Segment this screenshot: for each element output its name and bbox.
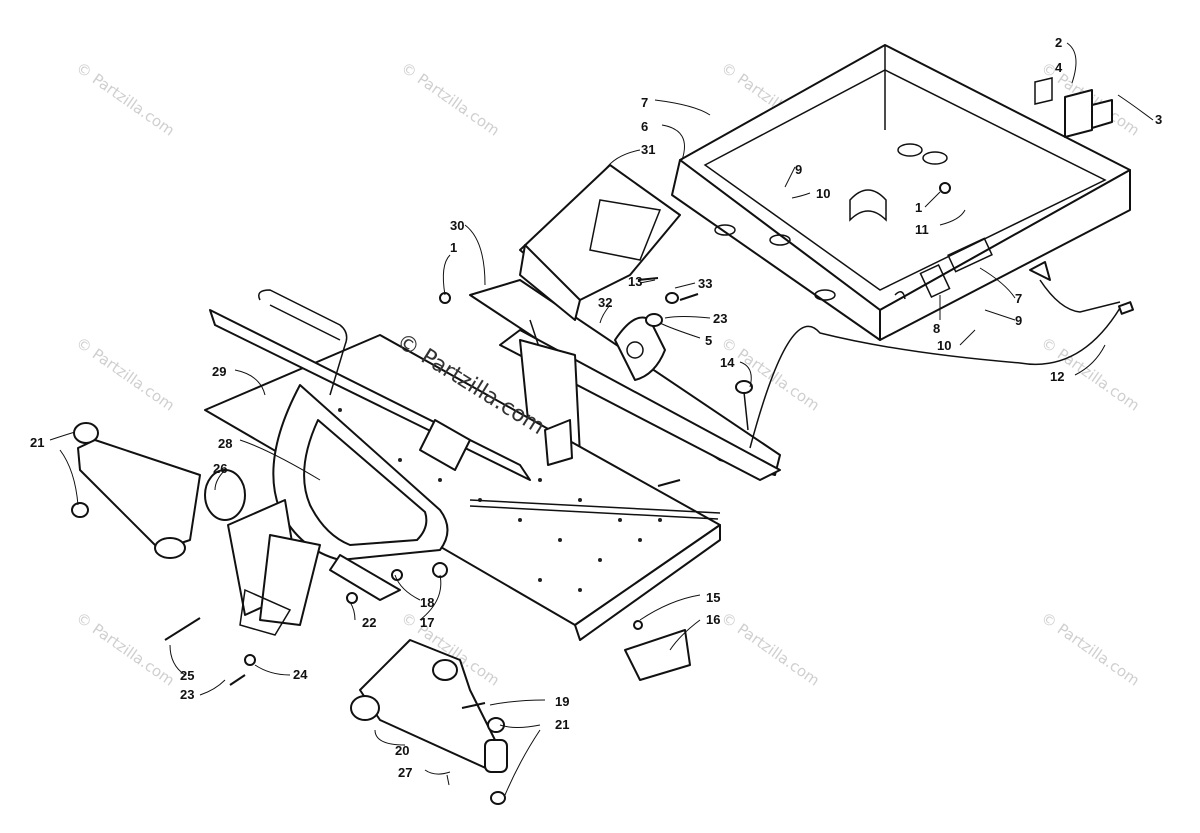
callout-label: 1: [915, 200, 922, 215]
leader-lines: [49, 42, 1154, 796]
left-a-arm: [71, 422, 246, 559]
callout-label: 5: [705, 333, 712, 348]
engine-plate: [614, 316, 666, 381]
right-a-arm: [350, 639, 508, 805]
watermark: © Partzilla.com: [73, 59, 178, 140]
callout-label: 25: [180, 668, 194, 683]
callout-label: 8: [933, 321, 940, 336]
callout-label: 13: [628, 274, 642, 289]
callout-label: 28: [218, 436, 232, 451]
callout-label: 12: [1050, 369, 1064, 384]
callout-label: 32: [598, 295, 612, 310]
callout-label: 6: [641, 119, 648, 134]
callout-label: 9: [1015, 313, 1022, 328]
callout-label: 7: [1015, 291, 1022, 306]
upright-bracket: [519, 164, 681, 321]
callout-label: 26: [213, 461, 227, 476]
callout-label: 27: [398, 765, 412, 780]
callout-label: 21: [30, 435, 44, 450]
callout-label: 16: [706, 612, 720, 627]
callout-label: 9: [795, 162, 802, 177]
callout-label: 14: [720, 355, 735, 370]
callout-label: 23: [180, 687, 194, 702]
callout-label: 19: [555, 694, 569, 709]
roll-bar: [209, 289, 531, 561]
callout-label: 10: [816, 186, 830, 201]
rear-bracket: [1034, 77, 1113, 138]
wire-harness: [749, 261, 1135, 449]
callout-label: 23: [713, 311, 727, 326]
callout-label: 17: [420, 615, 434, 630]
callout-label: 21: [555, 717, 569, 732]
callout-label: 4: [1055, 60, 1063, 75]
callout-label: 10: [937, 338, 951, 353]
hardware-parts: [164, 182, 951, 709]
callout-label: 33: [698, 276, 712, 291]
callout-label: 18: [420, 595, 434, 610]
watermark: © Partzilla.com: [73, 609, 178, 690]
front-bulkhead: [227, 499, 401, 636]
callout-label: 20: [395, 743, 409, 758]
callout-label: 22: [362, 615, 376, 630]
watermark: © Partzilla.com: [718, 334, 823, 415]
callout-label: 30: [450, 218, 464, 233]
watermark: © Partzilla.com: [718, 609, 823, 690]
rear-cargo-box: [671, 44, 1131, 341]
watermark: © Partzilla.com: [398, 59, 503, 140]
watermark: © Partzilla.com: [73, 334, 178, 415]
callout-label: 7: [641, 95, 648, 110]
callout-label: 15: [706, 590, 720, 605]
watermark: © Partzilla.com: [1038, 609, 1143, 690]
callout-label: 2: [1055, 35, 1062, 50]
callout-label: 1: [450, 240, 457, 255]
callout-label: 29: [212, 364, 226, 379]
floor-pan: [204, 334, 721, 641]
callout-labels: 2 4 3 7 6 31 9 10 1 11 30 1 13 33 32 23 …: [30, 35, 1162, 780]
callout-label: 3: [1155, 112, 1162, 127]
callout-label: 11: [915, 222, 929, 237]
callout-label: 24: [293, 667, 308, 682]
axle-shaft: [469, 499, 721, 520]
callout-label: 31: [641, 142, 655, 157]
